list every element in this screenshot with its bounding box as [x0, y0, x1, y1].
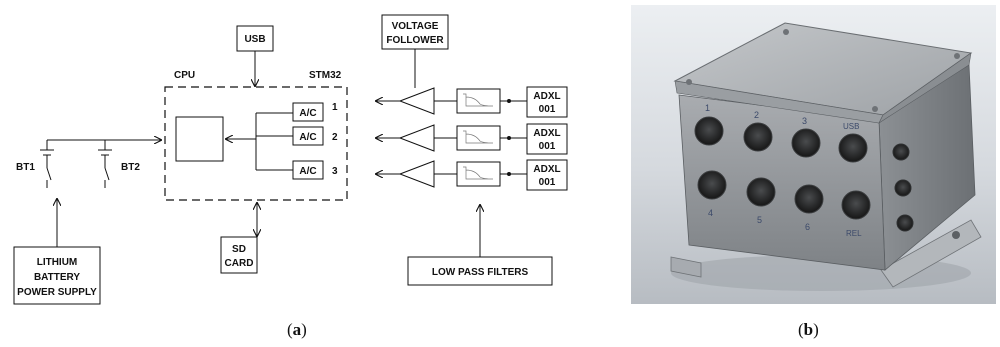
- enclosure-photo: 1 2 3 USB 4 5 6 REL: [631, 5, 996, 304]
- filter-1: [456, 88, 501, 114]
- sensor-3-label-line1: ADXL: [533, 164, 560, 175]
- bt1-label: BT1: [16, 162, 35, 173]
- signal-chain-2: ADXL 001: [376, 123, 568, 155]
- voltage-follower-label-line2: FOLLOWER: [386, 35, 444, 46]
- channel-2-label: 2: [332, 132, 338, 143]
- sensor-2-label-line2: 001: [539, 141, 556, 152]
- sensor-2-label-line1: ADXL: [533, 128, 560, 139]
- amplifier-2: [398, 124, 435, 152]
- connector-grid: [694, 116, 871, 220]
- power-supply-label-line3: POWER SUPPLY: [17, 287, 97, 298]
- block-diagram: USB CPU STM32 A/C A/C A/C 1 2 3 VOLTAGE …: [13, 14, 568, 305]
- adc-3: A/C: [292, 160, 324, 180]
- battery-bt2: [98, 140, 112, 188]
- sensor-1: [526, 86, 568, 118]
- processor-core: [175, 116, 224, 162]
- cpu-label: CPU: [174, 70, 195, 81]
- connector-label-2: 2: [754, 110, 759, 120]
- connector-label-rel: REL: [846, 229, 862, 238]
- signal-chain-1: ADXL 001: [376, 86, 568, 118]
- sd-card-label-line1: SD: [232, 244, 246, 255]
- connector-label-5: 5: [757, 215, 762, 225]
- connector-label-3: 3: [802, 116, 807, 126]
- power-supply-block: LITHIUM BATTERY POWER SUPPLY: [13, 246, 101, 305]
- sensor-1-label-line2: 001: [539, 104, 556, 115]
- caption-a-letter: a: [292, 320, 302, 339]
- channel-3-label: 3: [332, 166, 338, 177]
- sd-card-label-line2: CARD: [225, 258, 254, 269]
- voltage-follower-label-line1: VOLTAGE: [392, 21, 439, 32]
- power-supply-label-line2: BATTERY: [34, 272, 80, 283]
- sensor-1-label-line1: ADXL: [533, 91, 560, 102]
- signal-chain-3: ADXL 001: [376, 159, 568, 191]
- sensor-3-label-line2: 001: [539, 177, 556, 188]
- connector-label-1: 1: [705, 103, 710, 113]
- adc-1-label: A/C: [299, 108, 316, 119]
- low-pass-filters-block: LOW PASS FILTERS: [407, 256, 553, 286]
- voltage-follower-block: VOLTAGE FOLLOWER: [381, 14, 449, 50]
- caption-a: (a): [287, 320, 307, 339]
- filter-3: [456, 161, 501, 187]
- adc-1: A/C: [292, 102, 324, 122]
- caption-b-letter: b: [803, 320, 814, 339]
- channel-1-label: 1: [332, 102, 338, 113]
- usb-label: USB: [244, 34, 265, 45]
- adc-2-label: A/C: [299, 132, 316, 143]
- sensor-2: [526, 123, 568, 155]
- adc-3-label: A/C: [299, 166, 316, 177]
- connector-label-6: 6: [805, 222, 810, 232]
- sd-card-block: SD CARD: [220, 236, 258, 274]
- side-connectors: [892, 143, 914, 232]
- bt2-label: BT2: [121, 162, 140, 173]
- low-pass-filters-label: LOW PASS FILTERS: [432, 267, 529, 278]
- caption-b: (b): [798, 320, 819, 339]
- usb-block: USB: [236, 25, 274, 52]
- connector-label-usb: USB: [843, 122, 859, 131]
- connector-label-4: 4: [708, 208, 713, 218]
- filter-2: [456, 125, 501, 151]
- amplifier-3: [398, 160, 435, 188]
- adc-2: A/C: [292, 126, 324, 146]
- amplifier-1: [398, 87, 435, 115]
- battery-bt1: [40, 140, 54, 188]
- stm32-label: STM32: [309, 70, 342, 81]
- sensor-3: [526, 159, 568, 191]
- cpu-region: [164, 86, 348, 201]
- power-supply-label-line1: LITHIUM: [37, 257, 78, 268]
